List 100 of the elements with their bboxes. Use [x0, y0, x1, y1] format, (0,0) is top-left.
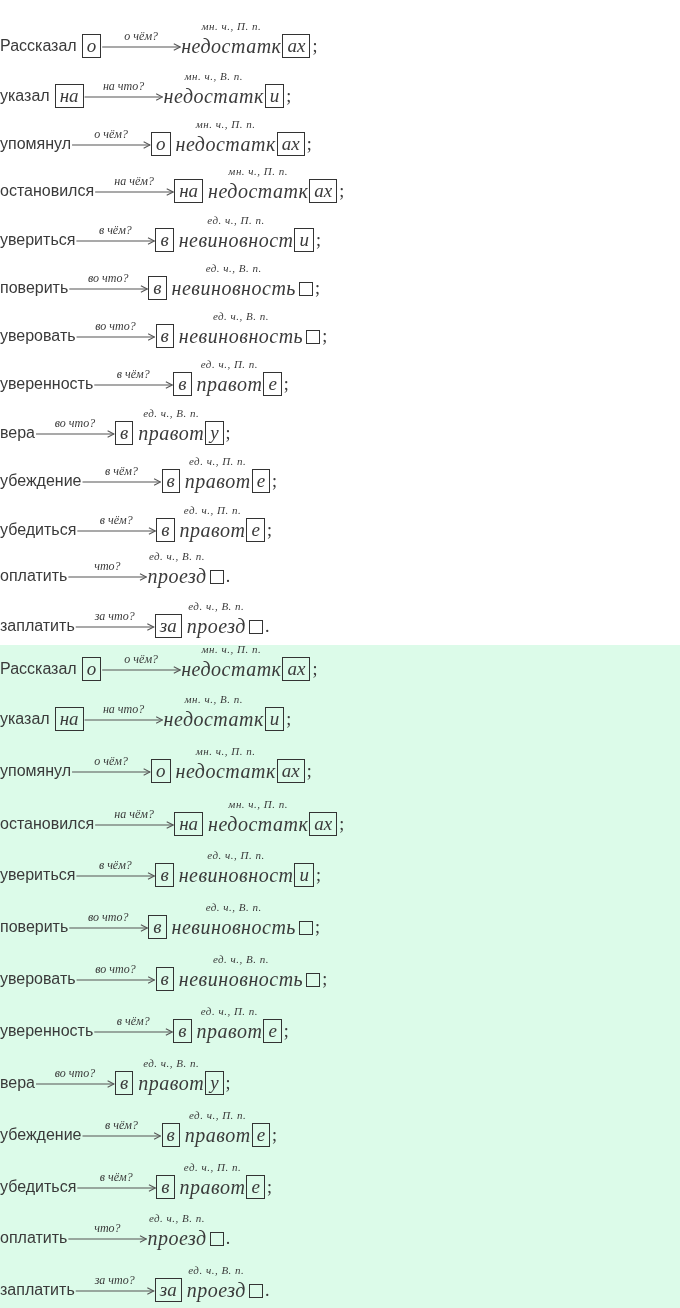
ending-box: е: [263, 1019, 282, 1043]
preposition-box: за: [154, 614, 182, 638]
preposition-box: в: [155, 228, 174, 252]
word: оплатить: [0, 1229, 68, 1247]
ending-box: у: [205, 1071, 224, 1095]
word: заплатить: [0, 1281, 75, 1299]
arrow: [76, 976, 156, 984]
arrow: [94, 821, 174, 829]
word: убедиться: [0, 521, 77, 539]
punctuation: ;: [306, 133, 312, 155]
arrow: [84, 716, 164, 724]
arrow: [75, 872, 155, 880]
ending-box: и: [294, 863, 314, 887]
question-label: о чём?: [124, 652, 159, 667]
grammar-note: мн. ч., П. п.: [201, 20, 262, 32]
preposition-box: в: [155, 324, 174, 348]
arrow: [35, 430, 115, 438]
arrow: [84, 93, 164, 101]
question-label: в чём?: [98, 858, 132, 873]
preposition-box: за: [154, 1278, 182, 1302]
grammar-note: мн. ч., П. п.: [195, 118, 256, 130]
ending-box: и: [264, 84, 285, 108]
grammar-note: ед. ч., П. п.: [189, 455, 247, 467]
arrow: [101, 43, 181, 51]
ending-box: е: [246, 518, 265, 542]
word: упомянул: [0, 135, 72, 153]
question-label: во что?: [54, 1066, 96, 1081]
arrow: [94, 188, 174, 196]
word-stem: недостатк: [181, 35, 282, 57]
grammar-note: ед. ч., П. п.: [183, 504, 242, 516]
question-label: во что?: [95, 319, 136, 334]
word-stem: правот: [179, 1176, 246, 1198]
question-label: в чём?: [99, 1170, 133, 1185]
arrow: [101, 666, 181, 674]
empty-ending-box: [209, 1232, 224, 1246]
word-stem: проезд: [186, 615, 246, 637]
word-stem: невиновность: [171, 277, 296, 299]
punctuation: .: [264, 615, 270, 637]
preposition-box: в: [148, 915, 167, 939]
grammar-note: ед. ч., В. п.: [205, 901, 262, 913]
preposition-box: о: [151, 132, 171, 156]
arrow: [76, 1184, 156, 1192]
preposition-box: о: [151, 759, 171, 783]
grammar-note: ед. ч., П. п.: [200, 1005, 259, 1017]
word: поверить: [0, 279, 69, 297]
preposition-box: в: [161, 469, 180, 493]
question-label: в чём?: [105, 464, 138, 479]
word: уверенность: [0, 375, 94, 393]
question-label: в чём?: [105, 1118, 138, 1133]
word-stem: невиновность: [171, 916, 296, 938]
word-stem: недостатк: [175, 133, 276, 155]
grammar-note: мн. ч., П. п.: [228, 165, 289, 177]
word-stem: правот: [196, 1020, 263, 1042]
grammar-note: ед. ч., В. п.: [188, 600, 245, 612]
preposition-box: в: [156, 518, 175, 542]
grammar-note: ед. ч., В. п.: [188, 1264, 245, 1276]
arrow: [93, 381, 173, 389]
question-label: о чём?: [94, 754, 128, 769]
grammar-note: ед. ч., В. п.: [143, 407, 200, 419]
empty-ending-box: [298, 282, 313, 296]
word: Рассказал: [0, 37, 77, 55]
word: вера: [0, 424, 35, 442]
arrow: [75, 237, 155, 245]
grammar-note: ед. ч., В. п.: [143, 1057, 200, 1069]
punctuation: ;: [266, 519, 272, 541]
grammar-note: ед. ч., В. п.: [148, 550, 206, 562]
punctuation: ;: [272, 1124, 278, 1146]
question-label: на чём?: [114, 174, 154, 189]
word: уверовать: [0, 327, 76, 345]
word-stem: проезд: [186, 1279, 246, 1301]
preposition-box: в: [155, 863, 174, 887]
grammar-note: ед. ч., П. п.: [200, 358, 259, 370]
word-stem: невиновност: [178, 864, 294, 886]
arrow: [68, 285, 148, 293]
ending-box: е: [263, 372, 282, 396]
punctuation: ;: [225, 422, 231, 444]
word: уверенность: [0, 1022, 94, 1040]
preposition-box: в: [173, 372, 192, 396]
word-stem: правот: [179, 519, 246, 541]
grammar-note: ед. ч., В. п.: [205, 262, 262, 274]
preposition-box: в: [161, 1123, 180, 1147]
preposition-box: в: [115, 421, 134, 445]
arrow: [75, 623, 155, 631]
question-label: о чём?: [94, 127, 128, 142]
preposition-box: на: [174, 812, 204, 836]
preposition-box: на: [54, 707, 84, 731]
question-label: о чём?: [124, 29, 159, 44]
ending-box: у: [205, 421, 224, 445]
question-label: в чём?: [116, 367, 150, 382]
arrow: [76, 527, 156, 535]
grammar-note: мн. ч., В. п.: [184, 70, 243, 82]
ending-box: ах: [276, 759, 305, 783]
grammar-note: мн. ч., П. п.: [228, 798, 289, 810]
word: указал: [0, 710, 50, 728]
arrow: [71, 768, 151, 776]
word-stem: невиновность: [178, 325, 304, 347]
word-stem: правот: [184, 470, 251, 492]
question-label: что?: [94, 1221, 121, 1236]
punctuation: ;: [306, 760, 312, 782]
question-label: на чём?: [114, 807, 154, 822]
